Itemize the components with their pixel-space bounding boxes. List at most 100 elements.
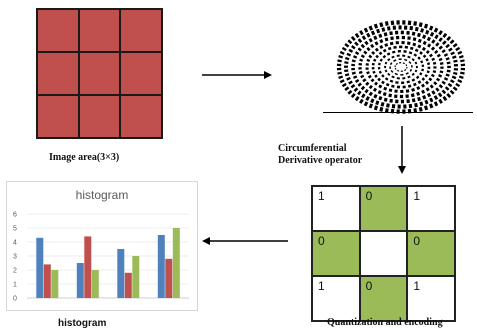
- pattern-dash: [353, 75, 358, 79]
- pattern-dash: [458, 75, 464, 79]
- pattern-dash: [378, 84, 383, 89]
- pattern-dash: [377, 62, 381, 66]
- pattern-dash: [357, 38, 363, 44]
- pattern-dash: [388, 88, 393, 93]
- pattern-dash: [421, 77, 426, 81]
- histogram-bar: [51, 270, 59, 298]
- image-area-cell: [37, 95, 79, 138]
- pattern-dash: [360, 43, 366, 49]
- pattern-dash: [366, 71, 370, 75]
- image-area-cell: [120, 52, 162, 95]
- pattern-dash: [436, 53, 441, 58]
- pattern-dash: [417, 32, 421, 38]
- pattern-dash: [395, 62, 398, 65]
- image-area-caption: Image area(3×3): [49, 152, 120, 163]
- pattern-dash: [373, 105, 379, 111]
- pattern-dash: [423, 23, 429, 29]
- pattern-dash: [411, 31, 416, 36]
- pattern-dash: [348, 80, 353, 85]
- pattern-dash: [424, 73, 428, 78]
- pattern-dash: [426, 36, 432, 42]
- pattern-dash: [373, 35, 378, 41]
- pattern-dash: [354, 32, 360, 39]
- pattern-dash: [379, 22, 384, 28]
- pattern-dash: [377, 77, 381, 82]
- y-tick-label: 6: [13, 212, 17, 219]
- quantization-cell: 1: [312, 186, 360, 231]
- pattern-dash: [417, 96, 421, 102]
- operator-label-line2: Derivative operator: [278, 155, 363, 166]
- pattern-dash: [381, 27, 386, 32]
- pattern-dash: [449, 39, 455, 45]
- pattern-dash: [370, 78, 375, 83]
- pattern-dash: [429, 103, 434, 109]
- pattern-dash: [411, 72, 415, 76]
- pattern-dash: [387, 46, 392, 51]
- pattern-dash: [422, 95, 427, 100]
- histogram-chart-title: histogram: [75, 188, 129, 202]
- histogram-caption: histogram: [58, 318, 107, 329]
- pattern-dash: [406, 80, 411, 84]
- pattern-dash: [417, 56, 421, 60]
- pattern-dash: [366, 32, 371, 38]
- pattern-dash: [431, 39, 436, 44]
- pattern-dash: [414, 26, 419, 32]
- pattern-dash: [446, 93, 452, 98]
- pattern-dash: [430, 73, 435, 78]
- pattern-dash: [374, 47, 379, 52]
- pattern-dash: [388, 93, 393, 98]
- pattern-dash: [384, 69, 388, 73]
- pattern-dash: [391, 50, 396, 54]
- pattern-dash: [371, 50, 376, 55]
- pattern-dash: [408, 51, 413, 55]
- pattern-dash: [391, 84, 395, 88]
- pattern-dash: [361, 93, 366, 99]
- histogram-bar: [84, 236, 92, 298]
- pattern-dash: [433, 95, 439, 101]
- histogram-bar: [172, 228, 180, 298]
- pattern-dash: [404, 69, 407, 72]
- pattern-dash: [368, 84, 373, 90]
- pattern-dash: [413, 21, 418, 26]
- pattern-dash: [438, 98, 443, 104]
- pattern-dash: [344, 56, 350, 61]
- pattern-dash: [378, 70, 382, 74]
- pattern-dash: [394, 67, 397, 70]
- pattern-dash: [382, 92, 387, 97]
- pattern-dash: [428, 53, 433, 58]
- pattern-dash: [422, 54, 427, 58]
- pattern-dash: [353, 87, 359, 92]
- quantization-cell: 1: [407, 186, 455, 231]
- pattern-dash: [427, 43, 432, 48]
- pattern-dash: [350, 83, 356, 89]
- pattern-dash: [383, 86, 388, 91]
- pattern-dash: [344, 86, 350, 91]
- pattern-dash: [421, 83, 425, 88]
- pattern-dash: [438, 45, 443, 50]
- pattern-dash: [386, 26, 391, 31]
- histogram-bar: [76, 263, 84, 298]
- pattern-dash: [348, 48, 354, 53]
- pattern-dash: [381, 74, 385, 78]
- pattern-dash: [379, 45, 384, 50]
- image-area-cell: [120, 9, 162, 52]
- pattern-dash: [430, 46, 436, 51]
- pattern-dash: [368, 91, 373, 97]
- pattern-dash: [354, 78, 360, 83]
- pattern-dash: [389, 79, 394, 83]
- pattern-dash: [389, 62, 393, 66]
- pattern-dash: [352, 55, 358, 59]
- pattern-dash: [360, 54, 365, 59]
- pattern-dash: [379, 39, 384, 44]
- operator-label: Circumferential Derivative operator: [278, 143, 362, 167]
- pattern-dash: [368, 25, 373, 31]
- pattern-dash: [432, 70, 437, 74]
- pattern-dash: [381, 80, 385, 85]
- pattern-dash: [339, 79, 345, 84]
- pattern-dash: [422, 34, 427, 39]
- pattern-dash: [439, 70, 444, 74]
- pattern-dash: [433, 27, 439, 33]
- pattern-dash: [341, 46, 347, 52]
- pattern-dash: [455, 82, 461, 88]
- quantization-cell: 0: [312, 231, 360, 276]
